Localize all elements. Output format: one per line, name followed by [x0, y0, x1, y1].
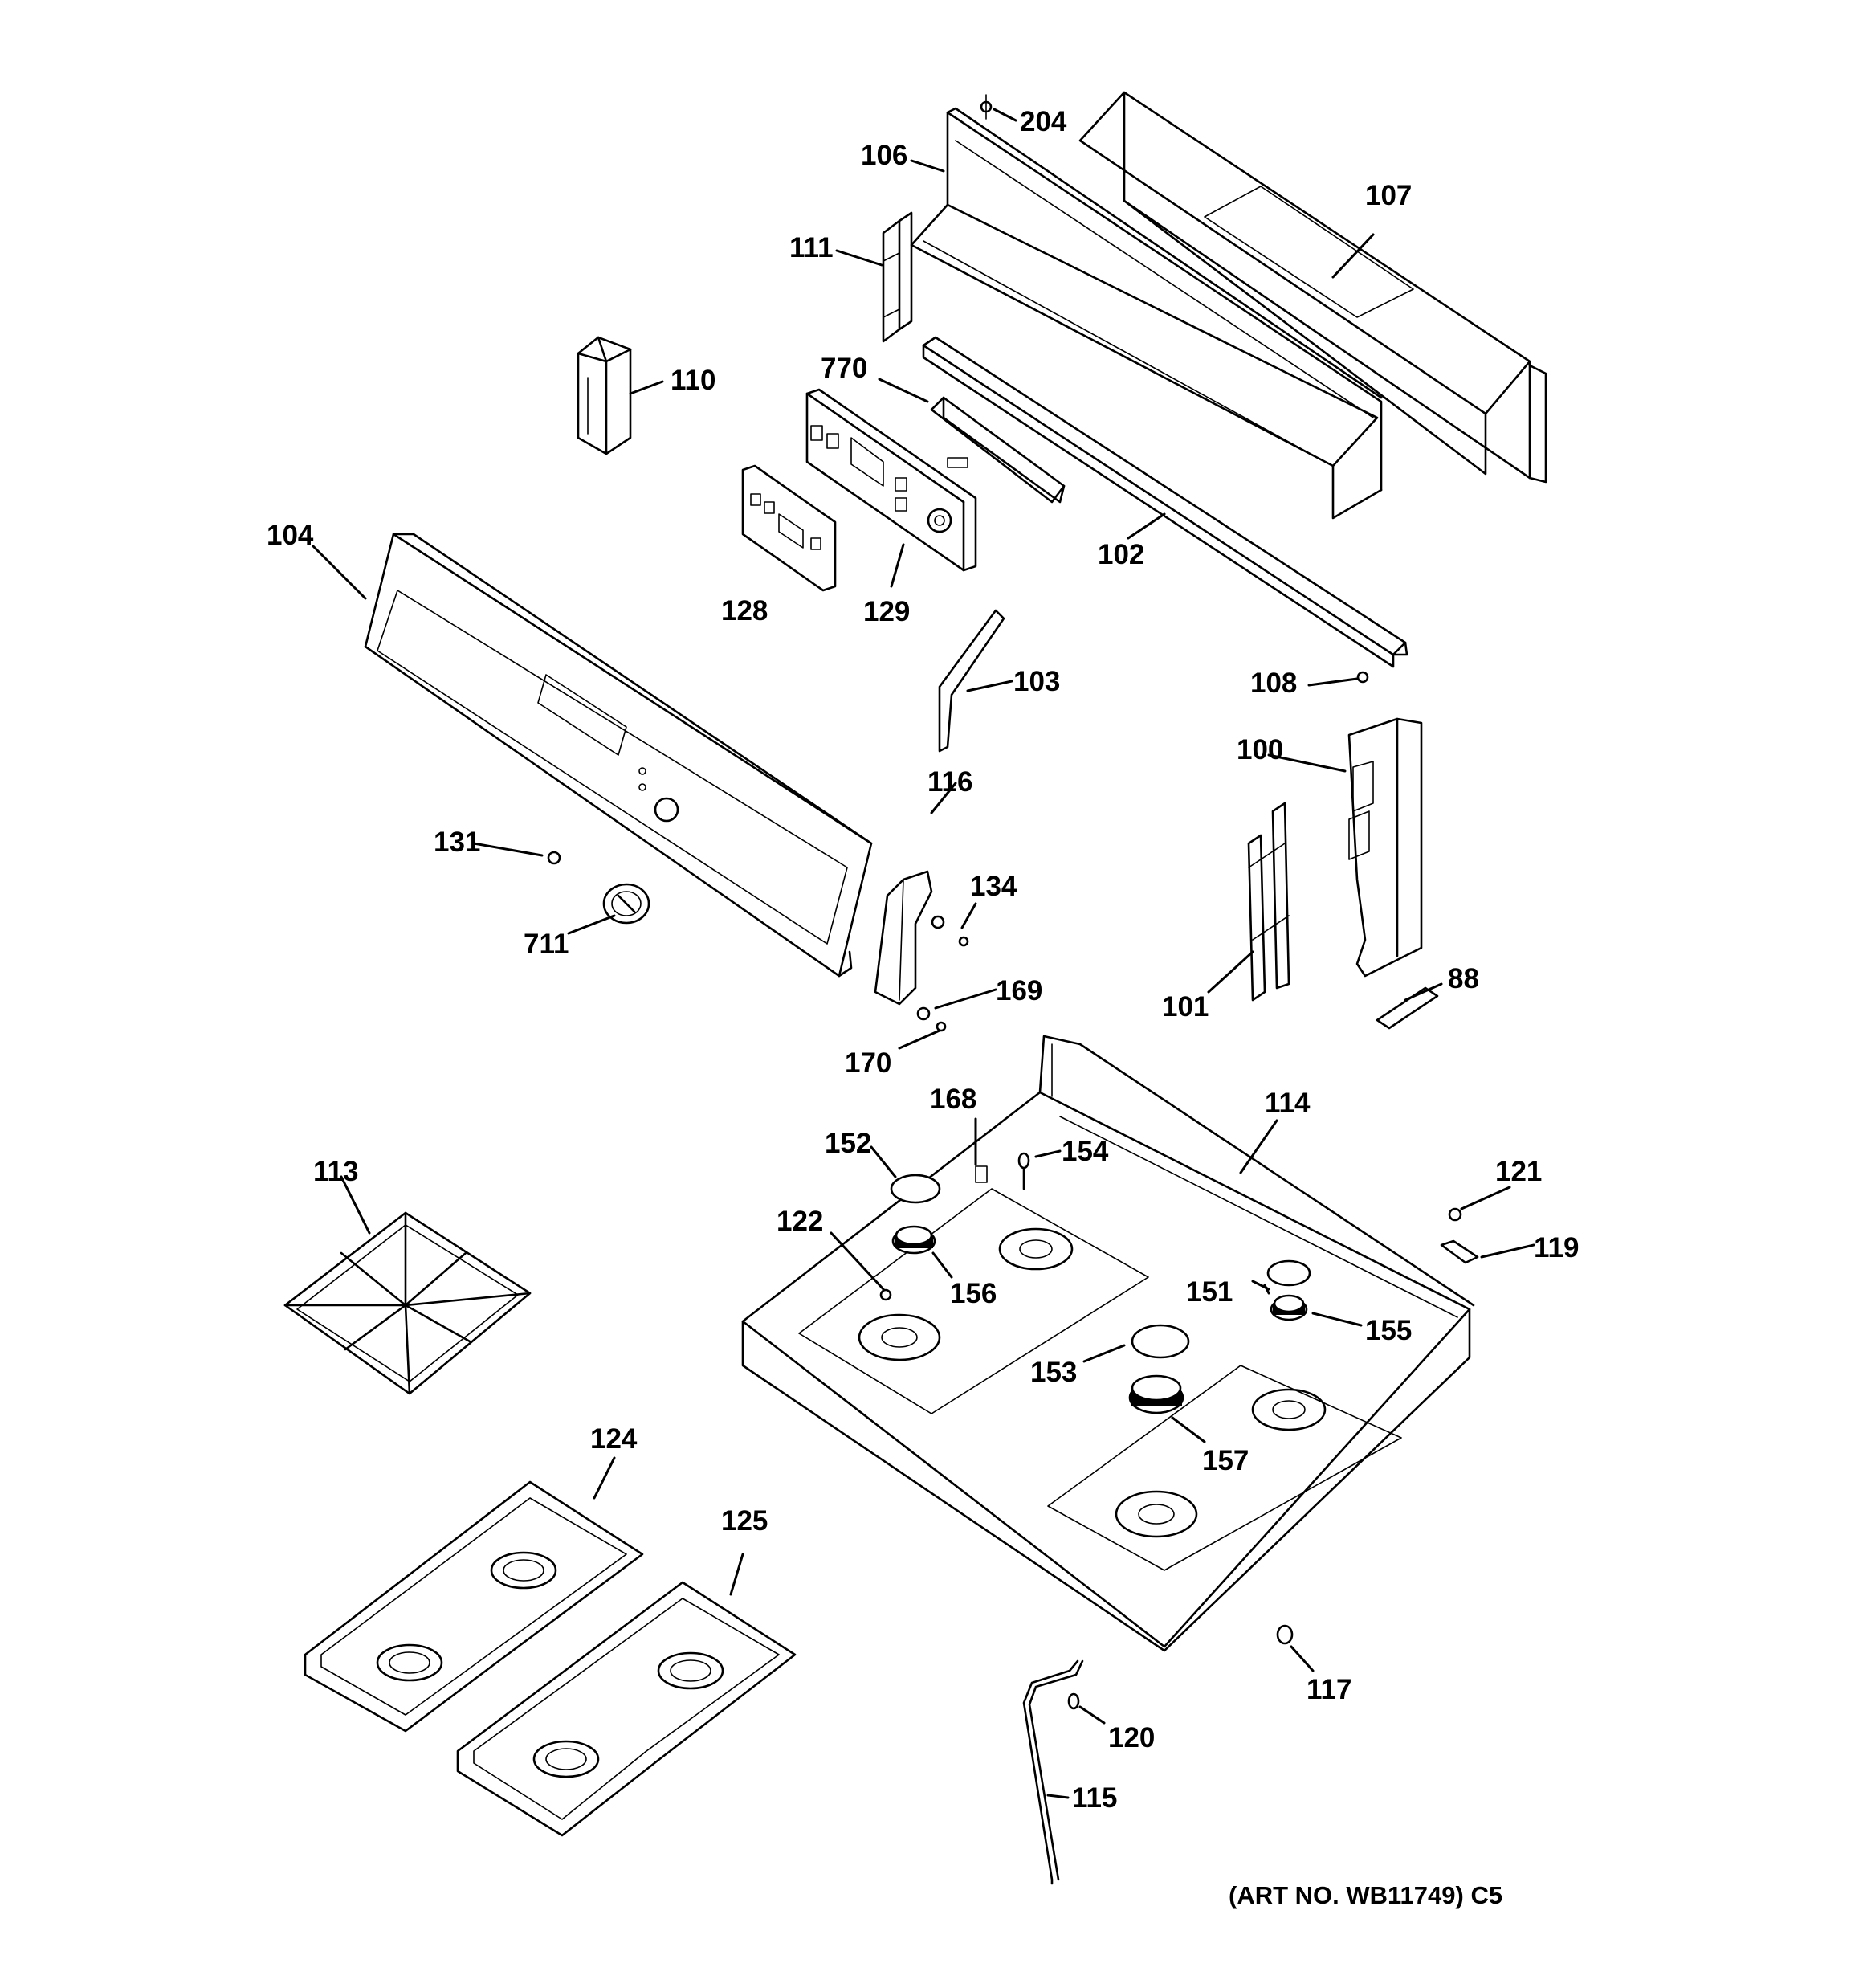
label-116: 116	[927, 766, 972, 798]
part-117-grommet	[1276, 1624, 1294, 1645]
label-88: 88	[1448, 963, 1479, 994]
part-115-rod-edge	[1028, 1659, 1084, 1881]
part-134-washer	[931, 915, 945, 929]
part-88-clip	[1376, 986, 1439, 1030]
label-129: 129	[863, 596, 910, 627]
label-125: 125	[721, 1505, 768, 1537]
part-110-module	[577, 336, 632, 455]
part-101-brackets	[1247, 802, 1290, 1002]
label-204: 204	[1020, 106, 1067, 137]
leader-lines	[312, 108, 1535, 1799]
burner-parts	[879, 1152, 1311, 1414]
part-125-drip-pan	[456, 1581, 797, 1837]
part-100-side-trim	[1347, 717, 1423, 978]
part-153-cap	[1131, 1324, 1190, 1359]
part-119-bracket	[1440, 1239, 1479, 1264]
part-103-bracket	[938, 609, 1005, 753]
label-154: 154	[1062, 1136, 1109, 1167]
part-155-burner-head	[1270, 1294, 1308, 1321]
label-117: 117	[1307, 1674, 1351, 1705]
label-111: 111	[789, 232, 834, 263]
label-102: 102	[1098, 539, 1144, 570]
part-157-burner-head	[1128, 1374, 1184, 1414]
part-168-clip	[975, 1165, 988, 1183]
label-103: 103	[1013, 666, 1060, 697]
label-711: 711	[524, 929, 569, 960]
part-121-screw	[1448, 1207, 1462, 1222]
label-169: 169	[996, 975, 1042, 1006]
label-101: 101	[1162, 991, 1209, 1023]
part-124-drip-pan	[304, 1480, 644, 1733]
label-106: 106	[861, 140, 907, 171]
label-121: 121	[1495, 1156, 1542, 1187]
part-number-labels: 204 106 107 111 110 770 104 128 129 102 …	[267, 106, 1579, 1909]
label-122: 122	[777, 1206, 823, 1237]
label-100: 100	[1237, 734, 1283, 765]
label-108: 108	[1250, 667, 1297, 699]
part-115-rod	[1022, 1659, 1079, 1885]
part-102-rail	[922, 336, 1408, 668]
label-157: 157	[1202, 1445, 1249, 1476]
part-116-side-bracket	[874, 870, 933, 1006]
label-114: 114	[1265, 1088, 1311, 1119]
label-110: 110	[671, 365, 715, 396]
label-168: 168	[930, 1084, 976, 1115]
part-134-screw	[958, 936, 969, 947]
label-107: 107	[1365, 180, 1412, 211]
part-151-cap	[1266, 1259, 1311, 1287]
part-120-screw	[1067, 1692, 1080, 1710]
part-131-button	[547, 851, 561, 865]
label-113: 113	[313, 1156, 358, 1187]
label-156: 156	[950, 1278, 997, 1309]
part-107-rear-panel	[1078, 91, 1547, 484]
label-153: 153	[1030, 1357, 1077, 1388]
part-122-screw	[879, 1288, 892, 1301]
label-770: 770	[821, 353, 867, 384]
fasteners	[547, 851, 969, 1032]
part-129-control-board	[805, 388, 977, 572]
part-770-trim-strip	[930, 396, 1066, 504]
art-number: (ART NO. WB11749) C5	[1229, 1881, 1502, 1909]
part-128-overlay	[741, 464, 837, 592]
label-134: 134	[970, 871, 1017, 902]
label-170: 170	[845, 1047, 891, 1079]
label-128: 128	[721, 595, 768, 627]
label-120: 120	[1108, 1722, 1155, 1753]
label-124: 124	[590, 1423, 638, 1455]
label-115: 115	[1072, 1782, 1117, 1814]
part-106-backsplash-frame	[910, 107, 1383, 520]
part-154-igniter	[1017, 1152, 1030, 1190]
part-113-grate	[283, 1211, 532, 1395]
label-152: 152	[825, 1128, 871, 1159]
label-151: 151	[1186, 1276, 1233, 1308]
part-204-screw	[980, 94, 993, 120]
misc-small-parts	[1022, 1207, 1479, 1885]
part-152-cap	[890, 1174, 941, 1204]
part-104-backguard	[364, 533, 873, 978]
label-155: 155	[1365, 1315, 1412, 1346]
part-108-screw	[1356, 671, 1369, 684]
part-111-bracket	[882, 211, 913, 343]
part-711-knob	[602, 883, 650, 925]
part-169-washer	[916, 1006, 931, 1021]
label-104: 104	[267, 520, 314, 551]
label-131: 131	[434, 827, 480, 858]
label-119: 119	[1534, 1232, 1579, 1263]
part-156-burner-head	[891, 1225, 936, 1255]
part-170-screw	[936, 1021, 947, 1032]
